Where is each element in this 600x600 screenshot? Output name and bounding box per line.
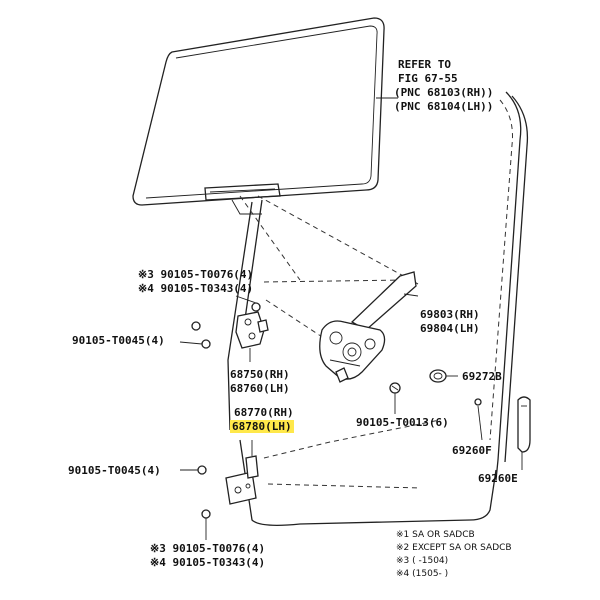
window-regulator <box>319 271 417 383</box>
leader-regulator <box>403 293 419 297</box>
dash-line-6 <box>267 483 421 489</box>
note-2: ※2 EXCEPT SA OR SADCB <box>396 543 512 553</box>
dash-line-1 <box>257 195 419 285</box>
refer-line-4: (PNC 68104(LH)) <box>394 100 494 113</box>
part-label-90105-T0045-lower: 90105-T0045(4) <box>68 464 161 477</box>
lower-bolts <box>180 465 211 540</box>
note-4: ※4 (1505- ) <box>396 569 449 579</box>
part-label-69804: 69804(LH) <box>420 322 480 335</box>
regulator-handle <box>517 396 531 470</box>
part-label-90105-T0076-upper: ※3 90105-T0076(4) <box>138 268 254 281</box>
dash-line-3 <box>263 279 409 283</box>
part-label-90105-T0343-lower: ※4 90105-T0343(4) <box>150 556 266 569</box>
part-label-68780-highlighted: 68780(LH) <box>230 420 294 433</box>
grommet <box>429 369 458 383</box>
part-label-68760: 68760(LH) <box>230 382 290 395</box>
upper-bolts <box>179 295 261 349</box>
refer-line-2: FIG 67-55 <box>398 72 458 85</box>
glass-run-channel <box>469 91 529 521</box>
part-label-90105-T0045-upper: 90105-T0045(4) <box>72 334 165 347</box>
part-label-68770: 68770(RH) <box>234 406 294 419</box>
refer-line-1: REFER TO <box>398 58 451 71</box>
part-label-68750: 68750(RH) <box>230 368 290 381</box>
refer-line-3: (PNC 68103(RH)) <box>394 86 494 99</box>
dash-line-5 <box>263 419 441 459</box>
note-1: ※1 SA OR SADCB <box>396 530 475 540</box>
lower-hinge <box>225 440 259 505</box>
part-label-90105-T0013: 90105-T0013(6) <box>356 416 449 429</box>
part-label-69260F: 69260F <box>452 444 492 457</box>
part-label-69272B: 69272B <box>462 370 502 383</box>
note-3: ※3 ( -1504) <box>396 556 449 566</box>
part-label-90105-T0076-lower: ※3 90105-T0076(4) <box>150 542 266 555</box>
bolt-regulator <box>389 382 401 414</box>
part-label-69260E: 69260E <box>478 472 518 485</box>
handle-clip <box>474 398 483 441</box>
door-glass <box>132 17 385 206</box>
upper-hinge <box>235 311 269 362</box>
part-label-69803: 69803(RH) <box>420 308 480 321</box>
part-label-90105-T0343-upper: ※4 90105-T0343(4) <box>138 282 254 295</box>
